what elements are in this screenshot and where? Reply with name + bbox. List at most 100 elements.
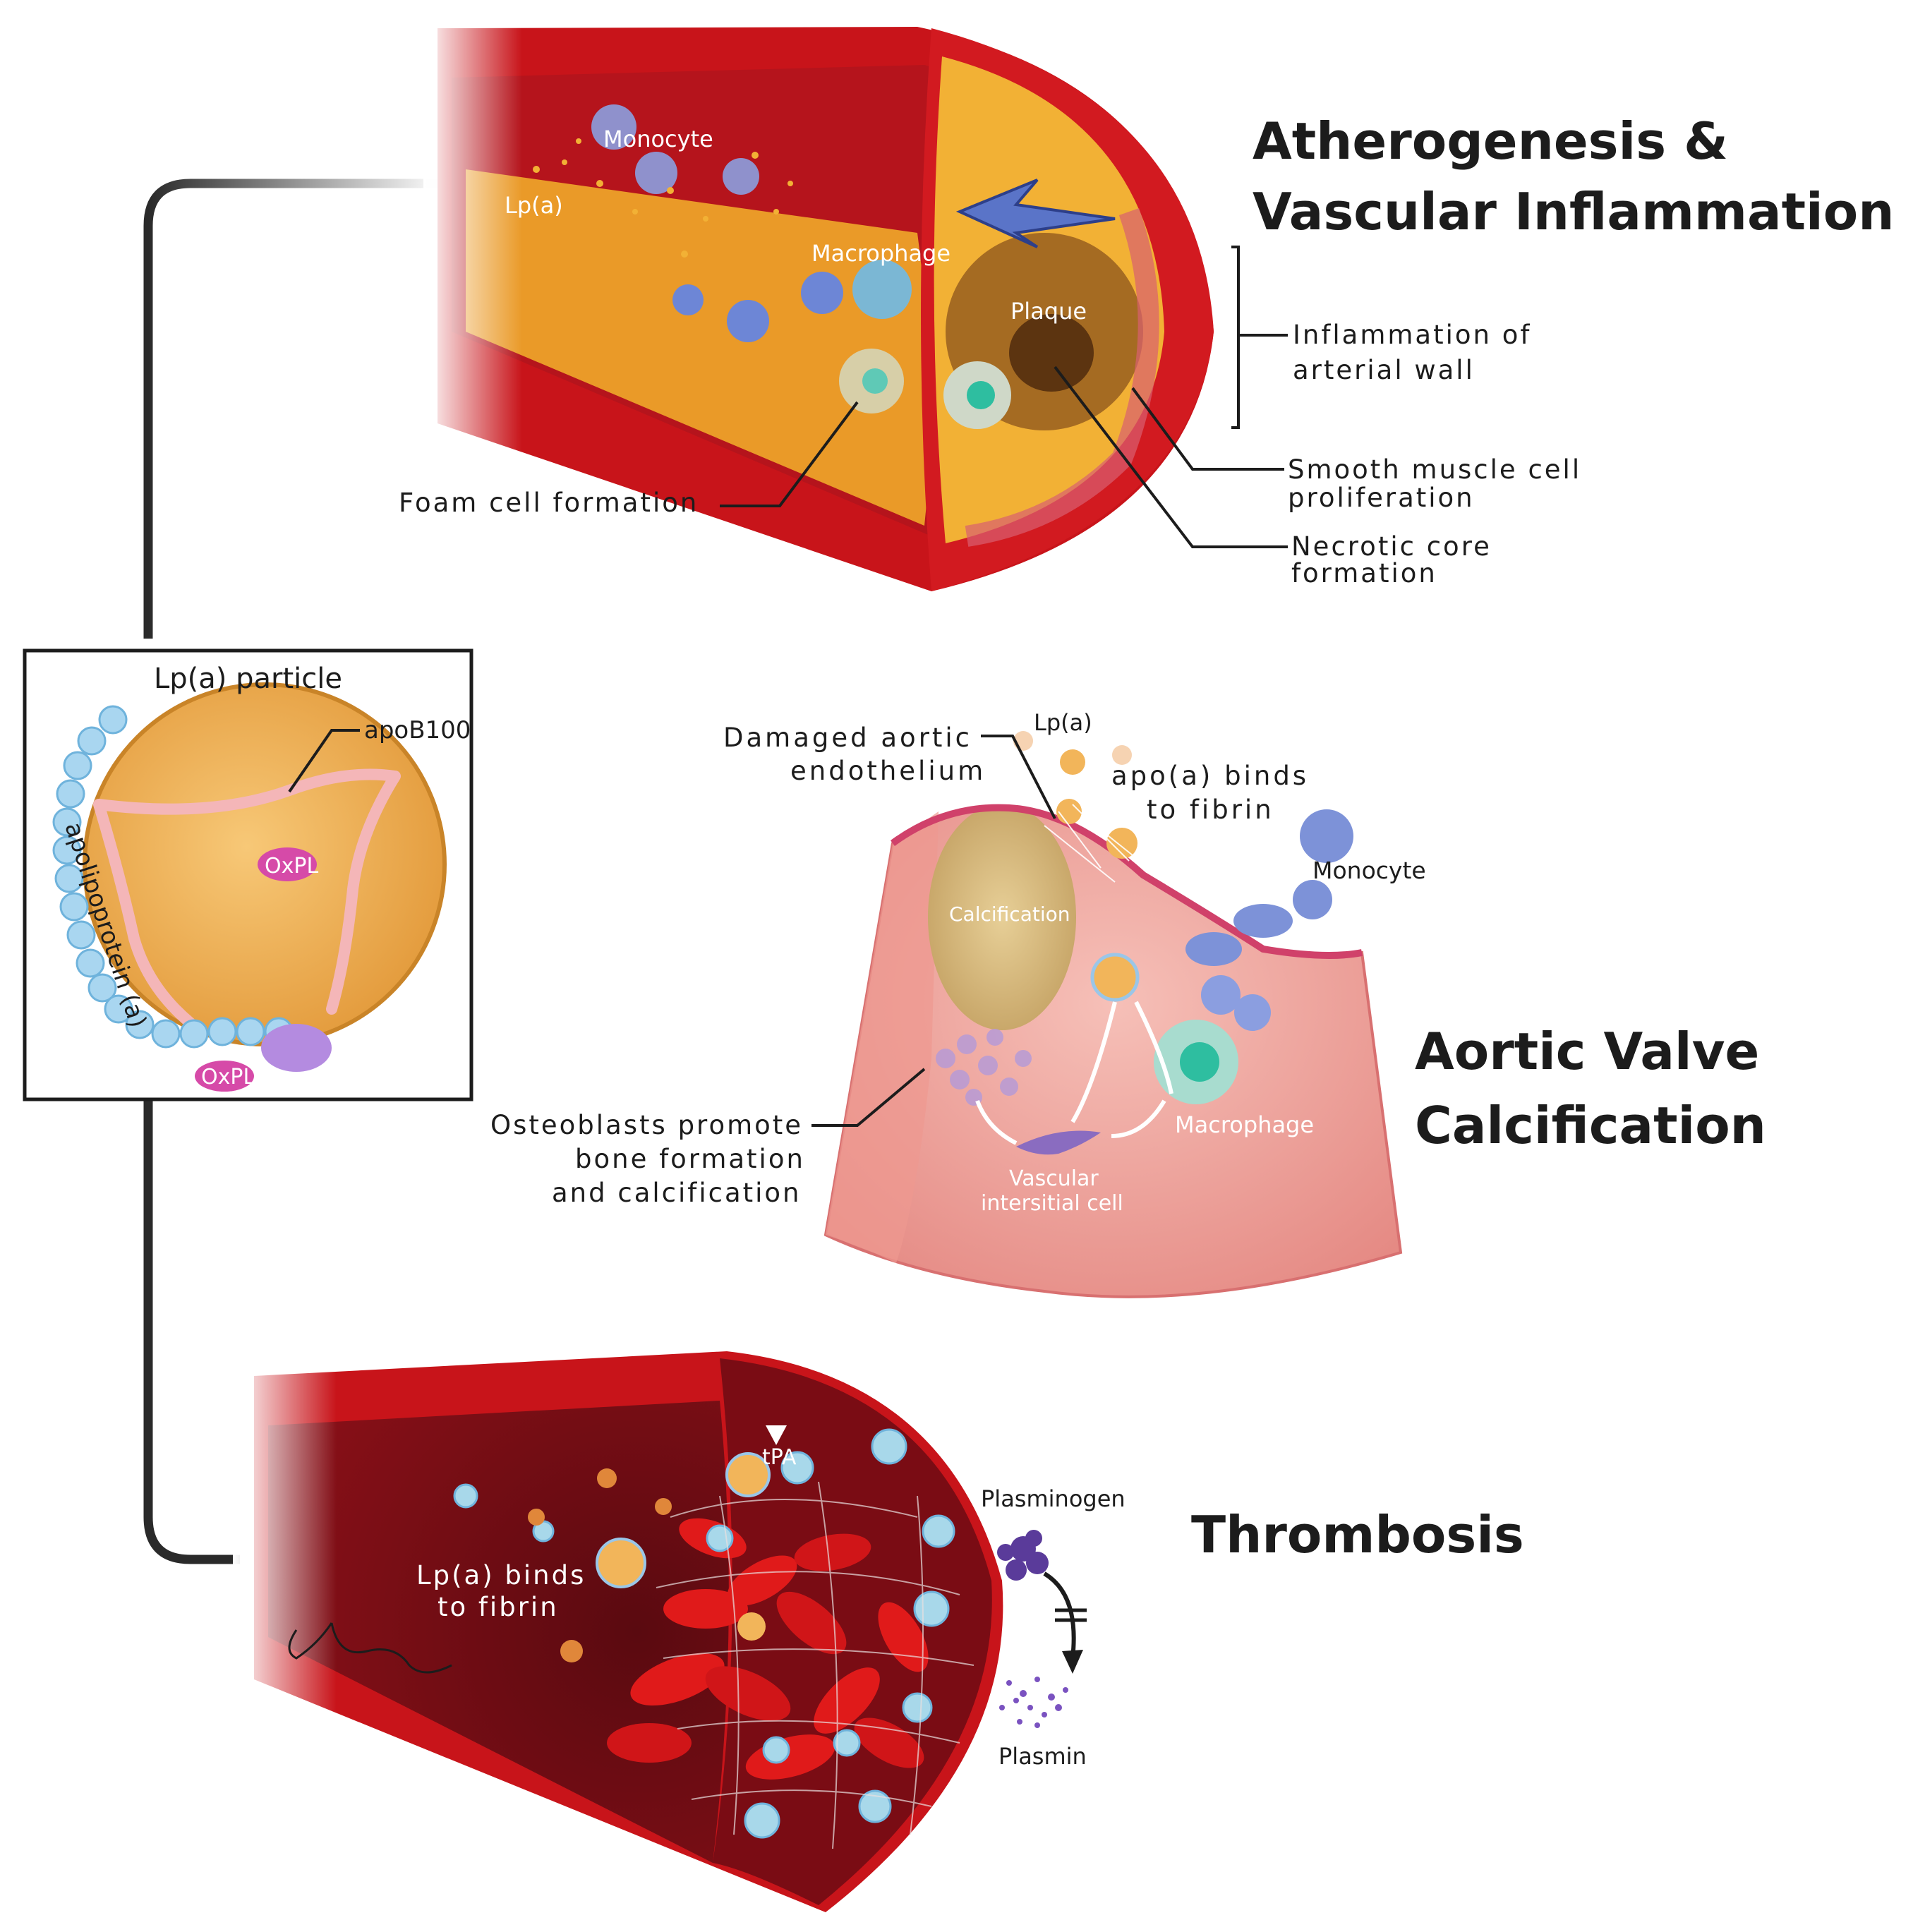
necrotic-label-line1: Necrotic core bbox=[1291, 531, 1492, 562]
necrotic-label-line2: formation bbox=[1291, 558, 1437, 588]
monocyte-cell bbox=[672, 284, 704, 315]
connector-lines bbox=[143, 179, 854, 1564]
lpa-label: Lp(a) bbox=[505, 192, 563, 219]
aortic-monocyte-label: Monocyte bbox=[1312, 857, 1426, 884]
rbc bbox=[878, 1602, 929, 1672]
inflammation-label-line2: arterial wall bbox=[1293, 355, 1475, 385]
rbc bbox=[727, 1555, 797, 1606]
osteo-label-line3: and calcification bbox=[552, 1178, 802, 1208]
aortic-lpa-label: Lp(a) bbox=[1034, 709, 1092, 736]
damaged-label-line2: endothelium bbox=[790, 756, 986, 786]
monocyte-cell bbox=[635, 152, 677, 194]
damaged-endothelium-leader bbox=[981, 735, 1056, 819]
lpa-particle bbox=[1056, 799, 1082, 824]
lpa-particle-panel bbox=[23, 648, 473, 1101]
smooth-muscle-label-line1: Smooth muscle cell bbox=[1288, 454, 1581, 485]
plasminogen-label: Plasminogen bbox=[981, 1485, 1126, 1512]
arrowhead bbox=[1062, 1650, 1083, 1674]
osteoblast-leader bbox=[811, 1068, 926, 1127]
monocyte-cell bbox=[1293, 880, 1332, 919]
oxpl-lower-label: OxPL bbox=[201, 1065, 255, 1089]
aortic-valve-illustration bbox=[823, 731, 1403, 1298]
osteo-label-line1: Osteoblasts promote bbox=[490, 1110, 803, 1140]
rbc bbox=[814, 1667, 880, 1734]
oxpl-lower-tag bbox=[195, 1061, 254, 1092]
interaction-arrows bbox=[975, 1001, 1173, 1145]
lpa-binds-label-line1: Lp(a) binds bbox=[416, 1560, 586, 1590]
monocyte-cell bbox=[727, 300, 769, 342]
necrotic-core bbox=[1009, 314, 1094, 392]
smooth-muscle-band bbox=[965, 208, 1159, 547]
valve-front-face bbox=[826, 811, 939, 1263]
tpa-label: tPA bbox=[762, 1445, 797, 1470]
plasmin-dots bbox=[999, 1677, 1068, 1728]
apob100-band bbox=[93, 768, 401, 1029]
lpa-binds-label-line2: to fibrin bbox=[437, 1592, 559, 1622]
signature-mark bbox=[288, 1622, 452, 1674]
osteo-label-line2: bone formation bbox=[575, 1144, 805, 1174]
oxpl-upper-shape bbox=[258, 847, 317, 881]
lpa-particles bbox=[533, 138, 793, 258]
monocyte-cell bbox=[723, 158, 759, 195]
macrophage-label: Macrophage bbox=[811, 240, 951, 267]
thrombosis-title: Thrombosis bbox=[1191, 1505, 1524, 1564]
foam-cell-nucleus bbox=[862, 368, 888, 394]
monocyte-cell bbox=[1185, 932, 1242, 966]
macrophage-cell bbox=[852, 260, 912, 319]
plaque-label: Plaque bbox=[1010, 298, 1087, 325]
aortic-title-line1: Aortic Valve bbox=[1415, 1022, 1759, 1081]
inflammation-label-line1: Inflammation of bbox=[1293, 320, 1531, 350]
macrophage-nucleus bbox=[1180, 1042, 1219, 1082]
macrophage-label: Macrophage bbox=[1175, 1111, 1314, 1138]
vic-label-line1: Vascular bbox=[1009, 1166, 1099, 1191]
rbc bbox=[776, 1591, 847, 1655]
vic-label-line2: intersitial cell bbox=[981, 1191, 1123, 1216]
rbc bbox=[794, 1533, 871, 1571]
oxpl-upper-label: OxPL bbox=[265, 854, 318, 879]
flow-arrow bbox=[955, 179, 1116, 248]
plasmin-label: Plasmin bbox=[998, 1743, 1087, 1770]
apoa-binds-label-line1: apo(a) binds bbox=[1111, 761, 1309, 791]
monocyte-cell bbox=[801, 272, 843, 314]
fibrin-mesh bbox=[656, 1481, 974, 1849]
monocyte-cell bbox=[1300, 809, 1353, 863]
damaged-label-line1: Damaged aortic bbox=[723, 723, 972, 753]
necrotic-leader bbox=[1054, 366, 1288, 548]
atherogenesis-illustration bbox=[423, 21, 1214, 600]
calcification-label: Calcification bbox=[949, 902, 1070, 926]
fibrin-strands bbox=[1044, 804, 1158, 883]
monocyte-cell bbox=[1201, 975, 1241, 1015]
macrophage-nucleus bbox=[967, 381, 995, 409]
lpa-particles bbox=[528, 1452, 771, 1662]
lpa-particle bbox=[1112, 745, 1132, 765]
rbc bbox=[663, 1589, 748, 1629]
foam-cell-label: Foam cell formation bbox=[399, 488, 699, 518]
rbc bbox=[854, 1717, 924, 1768]
apob100-label: apoB100 bbox=[364, 716, 471, 744]
monocyte-cell bbox=[591, 104, 636, 150]
vascular-interstitial-cell bbox=[1016, 1130, 1101, 1155]
atherogenesis-title-line2: Vascular Inflammation bbox=[1253, 182, 1894, 241]
smooth-muscle-leader bbox=[1131, 387, 1284, 471]
thrombus bbox=[607, 1518, 929, 1780]
monocyte-label: Monocyte bbox=[603, 126, 713, 152]
apoa-binds-label-line2: to fibrin bbox=[1147, 795, 1274, 825]
plasminogen-cluster bbox=[997, 1530, 1049, 1581]
smooth-muscle-label-line2: proliferation bbox=[1288, 483, 1475, 513]
tpa-arrowhead bbox=[766, 1425, 787, 1445]
inflammation-bracket bbox=[1231, 246, 1288, 429]
lpa-particle bbox=[1060, 749, 1085, 775]
particle-title: Lp(a) particle bbox=[154, 663, 342, 695]
oxpl-lower-shape bbox=[261, 1024, 332, 1072]
foam-cell-leader bbox=[720, 401, 859, 507]
inhibited-conversion-arrow bbox=[1043, 1571, 1076, 1659]
lpa-particle bbox=[1090, 953, 1140, 1002]
rbc bbox=[607, 1723, 692, 1763]
calcification-mass bbox=[928, 804, 1076, 1030]
aortic-title-line2: Calcification bbox=[1415, 1096, 1766, 1155]
atherogenesis-title-line1: Atherogenesis & bbox=[1253, 111, 1728, 171]
thrombosis-illustration bbox=[233, 1341, 1087, 1919]
endothelium-edge bbox=[891, 804, 1363, 959]
lpa-particle bbox=[1106, 828, 1137, 859]
